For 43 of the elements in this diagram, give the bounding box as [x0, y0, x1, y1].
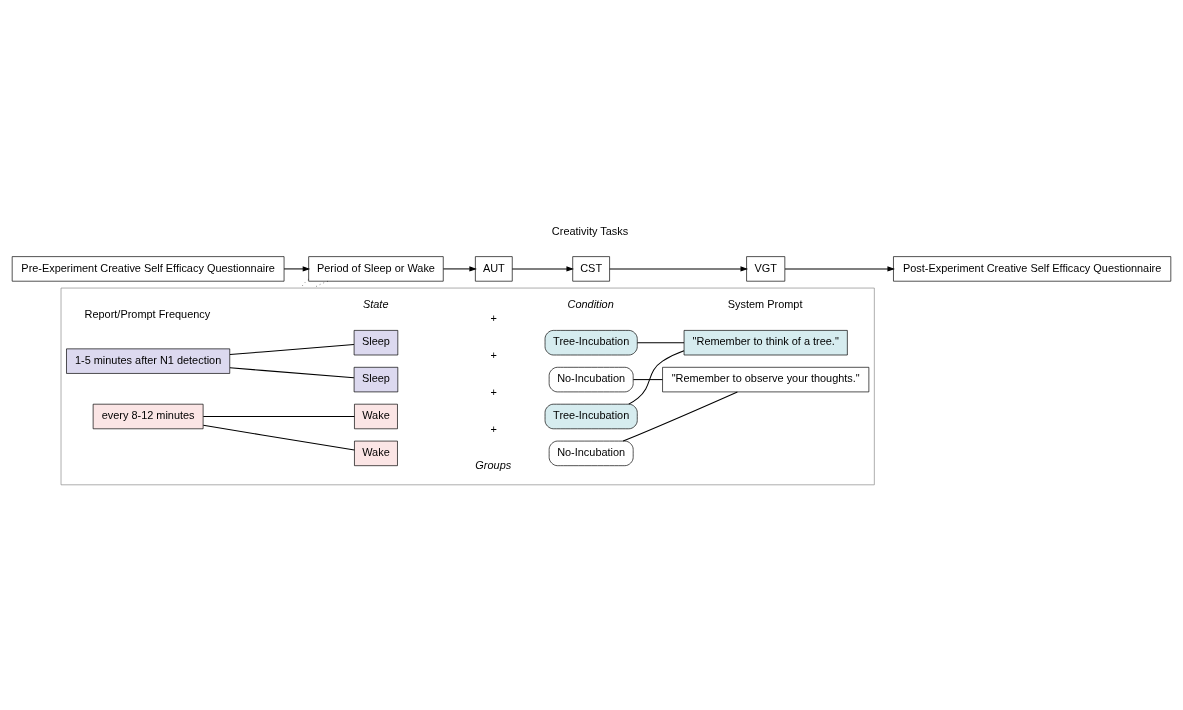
arrow	[283, 266, 311, 272]
arrow	[784, 266, 895, 272]
node-box: "Remember to think of a tree."	[683, 330, 848, 356]
node-box: No-Incubation	[548, 440, 634, 466]
node-box: VGT	[746, 256, 786, 282]
connector	[202, 416, 355, 417]
label: +	[490, 422, 497, 435]
label: System Prompt	[727, 298, 803, 311]
connector	[632, 379, 663, 381]
node-box: Wake	[354, 403, 398, 430]
label: State	[362, 297, 389, 310]
node-box: Sleep	[353, 330, 399, 356]
connector	[636, 342, 685, 344]
node-box: AUT	[475, 256, 513, 282]
node-box: 1-5 minutes after N1 detection	[66, 348, 231, 374]
connector	[229, 367, 355, 379]
node-box: CST	[572, 256, 610, 282]
label: Report/Prompt Frequency	[84, 307, 211, 320]
arrow	[442, 266, 477, 272]
node-box: Tree-Incubation	[544, 403, 638, 430]
cluster	[60, 287, 875, 486]
arrow	[609, 266, 748, 272]
connector	[202, 424, 355, 451]
arrow	[511, 266, 574, 272]
label: Condition	[567, 297, 614, 310]
label: Groups	[475, 458, 512, 471]
node-box: No-Incubation	[548, 366, 634, 393]
connector	[313, 280, 329, 289]
node-box: Period of Sleep or Wake	[308, 256, 444, 282]
label: +	[490, 385, 497, 398]
node-box: every 8-12 minutes	[92, 403, 204, 430]
connector	[229, 343, 355, 356]
node-box: Sleep	[353, 366, 399, 393]
node-box: Wake	[354, 440, 398, 466]
node-box: Tree-Incubation	[544, 330, 638, 356]
label: +	[490, 348, 497, 361]
connector	[622, 391, 738, 442]
node-box: "Remember to observe your thoughts."	[662, 366, 870, 393]
label: Creativity Tasks	[551, 224, 629, 237]
label: +	[490, 312, 497, 325]
node-box: Pre-Experiment Creative Self Efficacy Questionnaire	[11, 256, 285, 282]
node-box: Post-Experiment Creative Self Efficacy Questionnaire	[893, 256, 1172, 282]
connector	[628, 350, 685, 405]
